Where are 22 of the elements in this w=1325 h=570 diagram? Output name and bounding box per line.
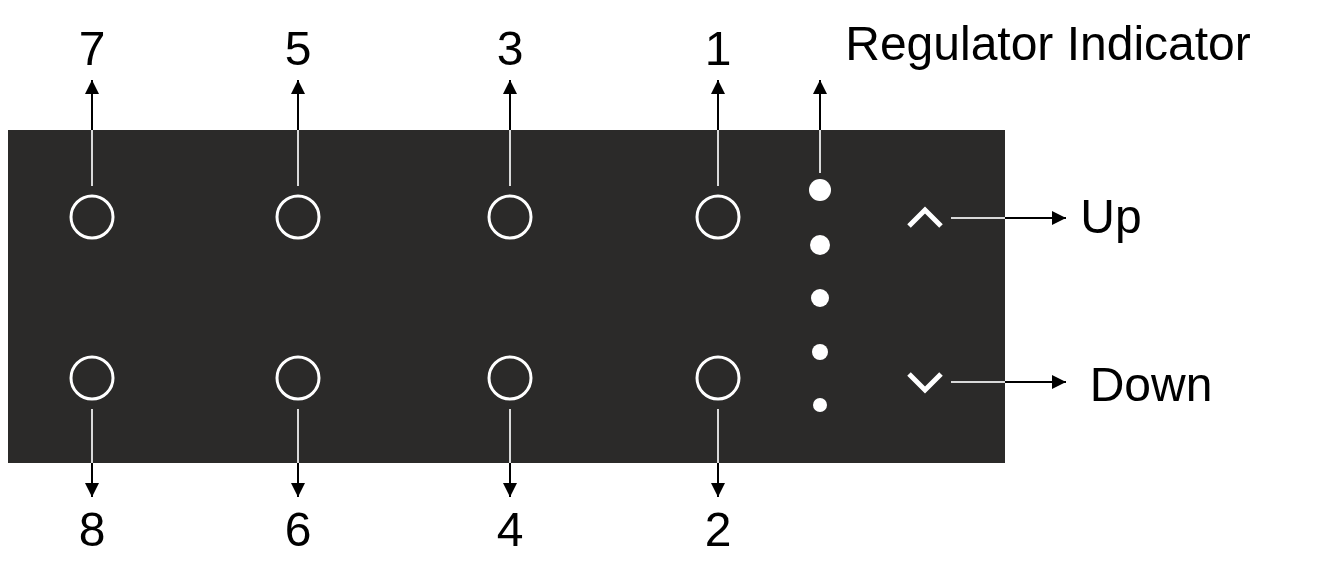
arrow [711, 408, 725, 498]
callout-label: 8 [78, 506, 106, 554]
callout-label: Up [1080, 193, 1142, 241]
arrow [291, 408, 305, 498]
callout-label: 2 [704, 506, 732, 554]
arrow [291, 79, 305, 187]
callout-label: 3 [496, 25, 524, 73]
callout-label: 6 [284, 506, 312, 554]
callout-label: 4 [496, 506, 524, 554]
arrow [85, 408, 99, 498]
callout-label: 5 [284, 25, 312, 73]
arrow [950, 375, 1067, 389]
arrow [813, 79, 827, 174]
callout-label: 7 [78, 25, 106, 73]
arrow [711, 79, 725, 187]
arrow [503, 408, 517, 498]
indicator-label: Regulator Indicator [845, 20, 1251, 68]
callout-label: Down [1089, 361, 1213, 409]
arrow [85, 79, 99, 187]
arrow [950, 211, 1067, 225]
arrow [503, 79, 517, 187]
callout-label: 1 [704, 25, 732, 73]
